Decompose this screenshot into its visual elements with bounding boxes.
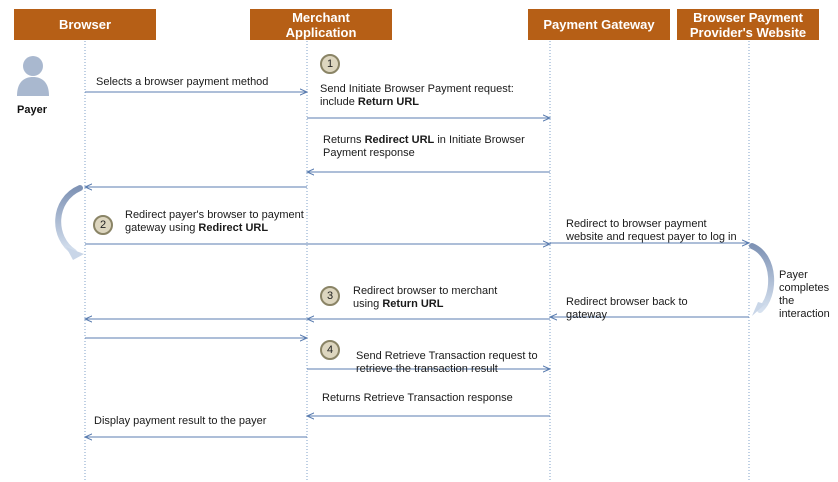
- participant-merchant-application: Merchant Application: [250, 9, 392, 40]
- msg-initiate-request-bold: Return URL: [357, 96, 420, 108]
- step-marker-1: 1: [320, 54, 340, 74]
- msg-initiate-response-post: in Initiate Browser Payment response: [323, 134, 525, 159]
- msg-redirect-to-merchant-pre: Redirect browser to merchant using: [353, 285, 498, 310]
- msg-redirect-to-provider: Redirect to browser payment website and …: [566, 205, 737, 244]
- msg-redirect-back: Redirect browser back to gateway: [566, 283, 688, 322]
- msg-display-result: Display payment result to the payer: [94, 415, 266, 428]
- msg-initiate-response-bold: Redirect URL: [364, 134, 435, 146]
- msg-redirect-to-gateway-bold: Redirect URL: [198, 222, 269, 234]
- msg-display-result-text: Display payment result to the payer: [94, 415, 267, 427]
- curve-arrow-browser: [55, 185, 84, 260]
- actor-label: Payer: [17, 104, 47, 116]
- msg-initiate-response-pre: Returns: [323, 134, 365, 146]
- msg-payer-completes: Payer completes the interaction: [779, 256, 830, 321]
- msg-retrieve-request: Send Retrieve Transaction request to ret…: [356, 337, 538, 376]
- step-marker-2: 2: [93, 215, 113, 235]
- msg-payer-completes-text: Payer completes the interaction: [779, 269, 830, 320]
- step-marker-3: 3: [320, 286, 340, 306]
- msg-retrieve-response: Returns Retrieve Transaction response: [322, 392, 513, 405]
- msg-redirect-to-provider-text: Redirect to browser payment website and …: [566, 218, 737, 243]
- msg-redirect-back-text: Redirect browser back to gateway: [566, 296, 688, 321]
- msg-redirect-to-gateway-pre: Redirect payer's browser to payment gate…: [125, 209, 304, 234]
- curve-arrow-provider: [749, 243, 775, 316]
- msg-retrieve-response-text: Returns Retrieve Transaction response: [322, 392, 513, 404]
- msg-retrieve-request-text: Send Retrieve Transaction request to ret…: [356, 350, 538, 375]
- msg-initiate-request-pre: Send Initiate Browser Payment request: i…: [320, 83, 514, 108]
- msg-initiate-response: Returns Redirect URL in Initiate Browser…: [323, 134, 525, 160]
- participant-payment-gateway: Payment Gateway: [528, 9, 670, 40]
- step-marker-4: 4: [320, 340, 340, 360]
- msg-redirect-to-gateway: Redirect payer's browser to payment gate…: [125, 209, 304, 235]
- participant-browser-payment-provider: Browser Payment Provider's Website: [677, 9, 819, 40]
- msg-select-payment-text: Selects a browser payment method: [96, 76, 269, 88]
- msg-redirect-to-merchant: Redirect browser to merchant using Retur…: [353, 285, 497, 311]
- msg-redirect-to-merchant-bold: Return URL: [382, 298, 444, 310]
- msg-initiate-request: Send Initiate Browser Payment request: i…: [320, 83, 514, 109]
- msg-select-payment: Selects a browser payment method: [96, 76, 268, 89]
- participant-browser: Browser: [14, 9, 156, 40]
- person-icon: [17, 56, 49, 96]
